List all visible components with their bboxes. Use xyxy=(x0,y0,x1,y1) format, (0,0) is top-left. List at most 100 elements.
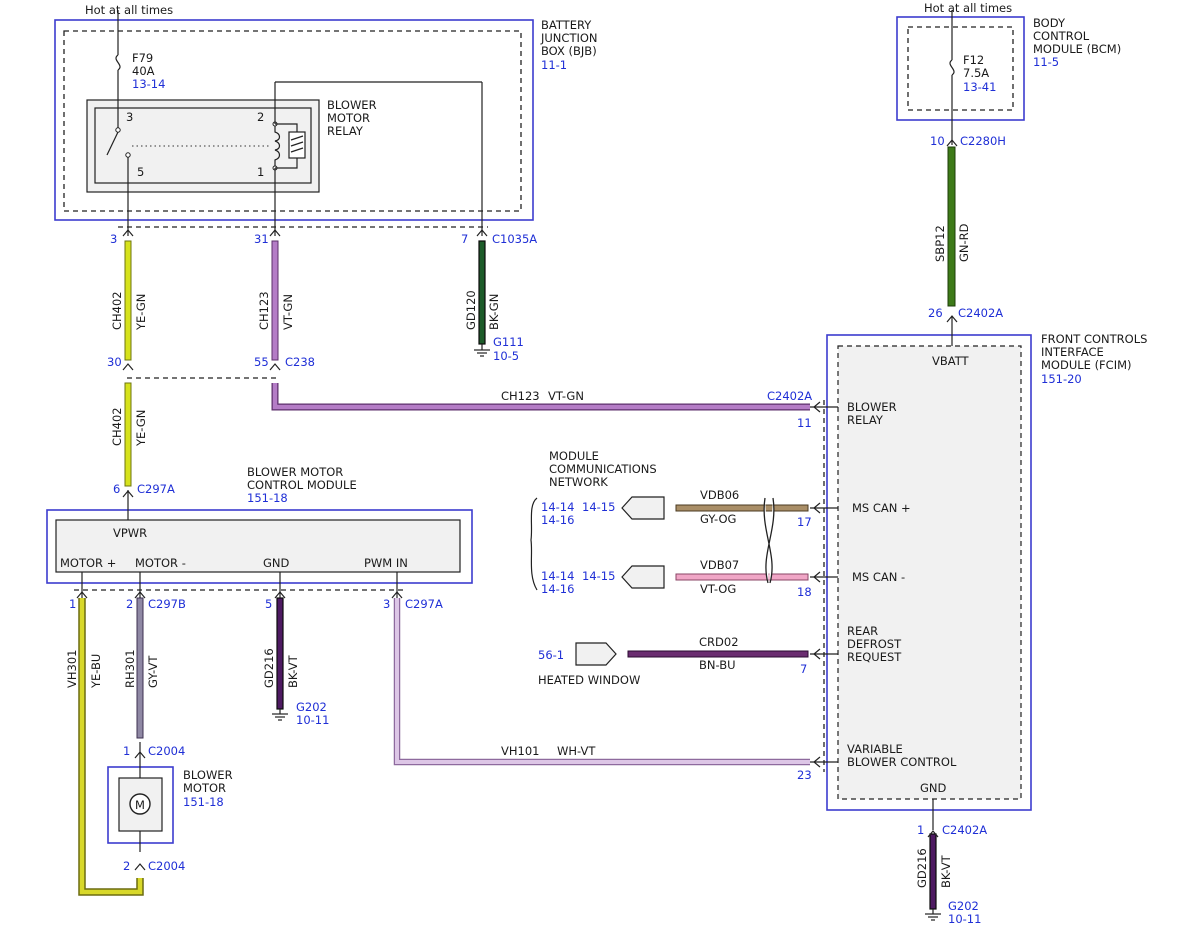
wire-rh301 xyxy=(136,597,144,739)
pin-bjb-7: 7 xyxy=(461,232,468,246)
wire-vdb07-circuit: VDB07 xyxy=(700,558,739,572)
network-brace-icon xyxy=(530,497,538,591)
ground-g202-a-ref: 10-11 xyxy=(296,713,329,727)
body-control-module xyxy=(896,16,1025,121)
wire-ch123-vertical xyxy=(271,240,279,361)
wire-vdb06 xyxy=(675,504,809,512)
fcim-rear-defrost-2: DEFROST xyxy=(847,637,902,651)
heated-window-label: HEATED WINDOW xyxy=(538,673,640,687)
twisted-pair-icon xyxy=(763,497,775,584)
wire-gd216-b xyxy=(929,833,937,910)
arrow-bjb-31 xyxy=(269,229,281,237)
blower-motor-relay xyxy=(86,99,320,193)
connector-c297a-top: C297A xyxy=(137,482,175,496)
network-title-3: NETWORK xyxy=(549,475,608,489)
bcm-internal-circuit xyxy=(949,10,955,145)
arrow-bjb-3 xyxy=(122,229,134,237)
blower-motor-ref: 151-18 xyxy=(183,795,224,809)
ground-g111: G111 xyxy=(493,335,524,349)
connector-c297b: C297B xyxy=(148,597,186,611)
pin-bcm-10: 10 xyxy=(930,134,945,148)
pin-bmcm-5: 5 xyxy=(265,597,272,611)
fuse-f79-rating: 40A xyxy=(132,64,155,78)
arrow-bmcm-1 xyxy=(76,591,88,599)
bjb-inner-dashed xyxy=(63,30,522,212)
connector-c2402a-bottom: C2402A xyxy=(942,823,987,837)
wire-vh301-outline xyxy=(78,598,144,896)
wire-ch123-h-circuit: CH123 xyxy=(501,389,540,403)
fcim-name-3: MODULE (FCIM) xyxy=(1041,358,1132,372)
pin-fcim-1: 1 xyxy=(917,823,924,837)
wire-sbp12-color: GN-RD xyxy=(957,223,971,262)
pin-fcim-11: 11 xyxy=(797,416,812,430)
can-plus-ref-a: 14-14 xyxy=(541,500,574,514)
bmcm-name-1: BLOWER MOTOR xyxy=(247,465,343,479)
connector-arrows xyxy=(76,139,958,871)
can-minus-ref-c: 14-15 xyxy=(582,569,615,583)
network-connector-can-plus-icon xyxy=(621,496,665,520)
bmcm-inner xyxy=(55,519,461,573)
wire-vdb06-color: GY-OG xyxy=(700,512,736,526)
bcm-ref: 11-5 xyxy=(1033,55,1059,69)
bmcm-pwm-in: PWM IN xyxy=(364,556,408,570)
heated-window-connector-icon xyxy=(575,642,617,666)
ground-g202-a: G202 xyxy=(296,700,327,714)
wire-rh301-circuit: RH301 xyxy=(123,649,137,688)
pin-bmcm-3: 3 xyxy=(383,597,390,611)
wire-rh301-color: GY-VT xyxy=(146,655,160,688)
wire-ch123-h-color: VT-GN xyxy=(548,389,584,403)
wire-vh301-color: YE-BU xyxy=(89,654,103,689)
fuse-f79-icon xyxy=(115,54,121,71)
connector-c1035a: C1035A xyxy=(492,232,537,246)
connector-c2280h: C2280H xyxy=(960,134,1006,148)
wire-ch402-upper xyxy=(124,240,132,361)
relay-diode-bottom xyxy=(275,158,298,169)
relay-pin5-dot xyxy=(125,152,131,158)
network-connector-can-minus-icon xyxy=(621,565,665,589)
arrow-bmcm-5 xyxy=(274,591,286,599)
motor-symbol: M xyxy=(135,798,145,812)
front-controls-interface-module xyxy=(826,334,1032,811)
arrow-fcim-11 xyxy=(813,401,821,413)
wire-crd02-color: BN-BU xyxy=(699,658,736,672)
pin-fcim-26: 26 xyxy=(928,306,943,320)
arrow-c2280h xyxy=(946,139,958,147)
arrow-c238-30 xyxy=(122,363,134,371)
wire-gd120 xyxy=(478,240,486,345)
motor-icon xyxy=(129,793,151,815)
arrow-c238-55 xyxy=(269,363,281,371)
relay-coil-icon xyxy=(274,126,281,166)
connector-c2004-top: C2004 xyxy=(148,744,185,758)
pin-bjb-3: 3 xyxy=(110,232,117,246)
fcim-blower-relay-1: BLOWER xyxy=(847,400,897,414)
connector-c238: C238 xyxy=(285,355,315,369)
heated-window-ref: 56-1 xyxy=(538,648,564,662)
can-minus-ref-b: 14-16 xyxy=(541,582,574,596)
relay-outer xyxy=(86,99,320,193)
connector-c2004-bottom: C2004 xyxy=(148,859,185,873)
wire-gd216-a-circuit: GD216 xyxy=(262,648,276,688)
blower-motor-name-1: BLOWER xyxy=(183,768,233,782)
arrow-fcim-17 xyxy=(813,502,821,514)
wire-ch123-color: VT-GN xyxy=(281,294,295,330)
can-plus-ref-c: 14-15 xyxy=(582,500,615,514)
wire-ch402-lower-color: YE-GN xyxy=(134,410,148,447)
network-title-2: COMMUNICATIONS xyxy=(549,462,657,476)
fcim-rear-defrost-3: REQUEST xyxy=(847,650,902,664)
pin-fcim-23: 23 xyxy=(797,768,812,782)
pin-fcim-18: 18 xyxy=(797,585,812,599)
fcim-vbatt: VBATT xyxy=(932,354,970,368)
hot-at-all-times-left: Hot at all times xyxy=(85,3,173,17)
relay-pin-5: 5 xyxy=(137,165,144,179)
bmcm-motor-plus: MOTOR + xyxy=(60,556,116,570)
pin-c238-55: 55 xyxy=(254,355,269,369)
ground-g202-a-icon xyxy=(272,709,288,721)
bjb-name-2: JUNCTION xyxy=(540,31,598,45)
ground-g111-ref: 10-5 xyxy=(493,349,519,363)
bcm-outline xyxy=(896,16,1025,121)
relay-pin-2: 2 xyxy=(257,110,264,124)
bjb-ref: 11-1 xyxy=(541,58,567,72)
arrow-c2004-2 xyxy=(134,863,146,871)
bcm-name-1: BODY xyxy=(1033,16,1066,30)
